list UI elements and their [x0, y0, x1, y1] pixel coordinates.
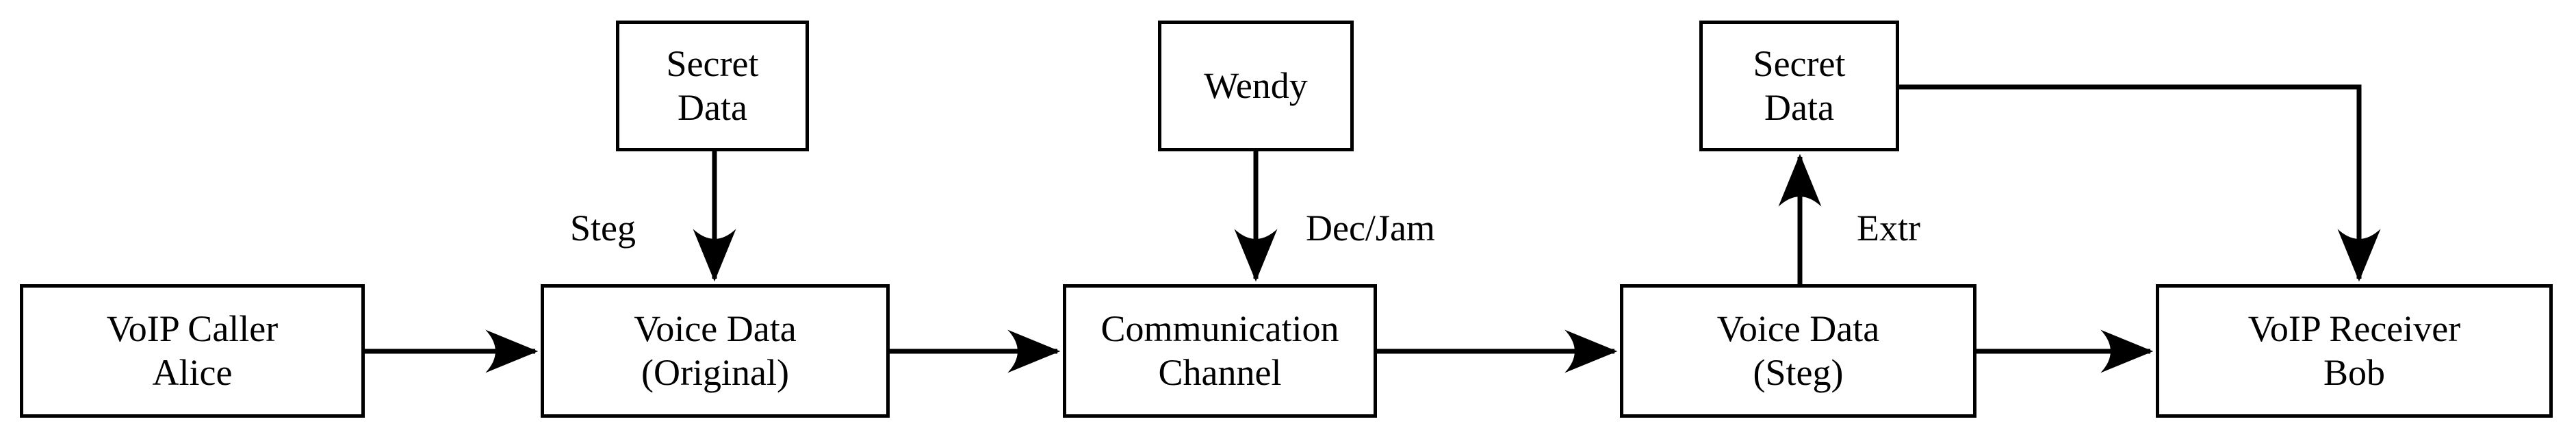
node-label-line1: VoIP Receiver: [2247, 308, 2461, 350]
node-label-line2: Bob: [2323, 351, 2386, 393]
edge-label-extr: Extr: [1857, 207, 1920, 249]
node-label-line2: Data: [678, 86, 747, 128]
node-voice-data-steg[interactable]: Voice Data (Steg): [1620, 284, 1976, 418]
node-label-line2: Data: [1764, 86, 1834, 128]
node-label-line2: Channel: [1158, 351, 1282, 393]
node-voice-data-original[interactable]: Voice Data (Original): [541, 284, 890, 418]
node-label-line1: Communication: [1100, 308, 1339, 350]
node-wendy[interactable]: Wendy: [1158, 21, 1354, 151]
edge-label-steg: Steg: [570, 207, 636, 249]
node-communication-channel[interactable]: Communication Channel: [1063, 284, 1377, 418]
node-label-line2: (Steg): [1753, 351, 1844, 393]
node-label-line1: Voice Data: [1716, 308, 1880, 350]
node-secret-data-sender[interactable]: Secret Data: [616, 21, 809, 151]
edge-secret-to-bob: [1899, 84, 2381, 282]
node-label-line1: Secret: [666, 43, 759, 85]
node-label-line1: Voice Data: [634, 308, 797, 350]
node-label-line1: Secret: [1753, 43, 1846, 85]
node-secret-data-receiver[interactable]: Secret Data: [1699, 21, 1899, 151]
edge-label-dec-jam: Dec/Jam: [1306, 207, 1435, 249]
node-label-line1: VoIP Caller: [106, 308, 279, 350]
node-label-line2: Alice: [152, 351, 233, 393]
node-label-line2: (Original): [641, 351, 789, 393]
node-voip-receiver-bob[interactable]: VoIP Receiver Bob: [2156, 284, 2553, 418]
node-label-line1: Wendy: [1204, 64, 1308, 106]
node-voip-caller-alice[interactable]: VoIP Caller Alice: [20, 284, 365, 418]
